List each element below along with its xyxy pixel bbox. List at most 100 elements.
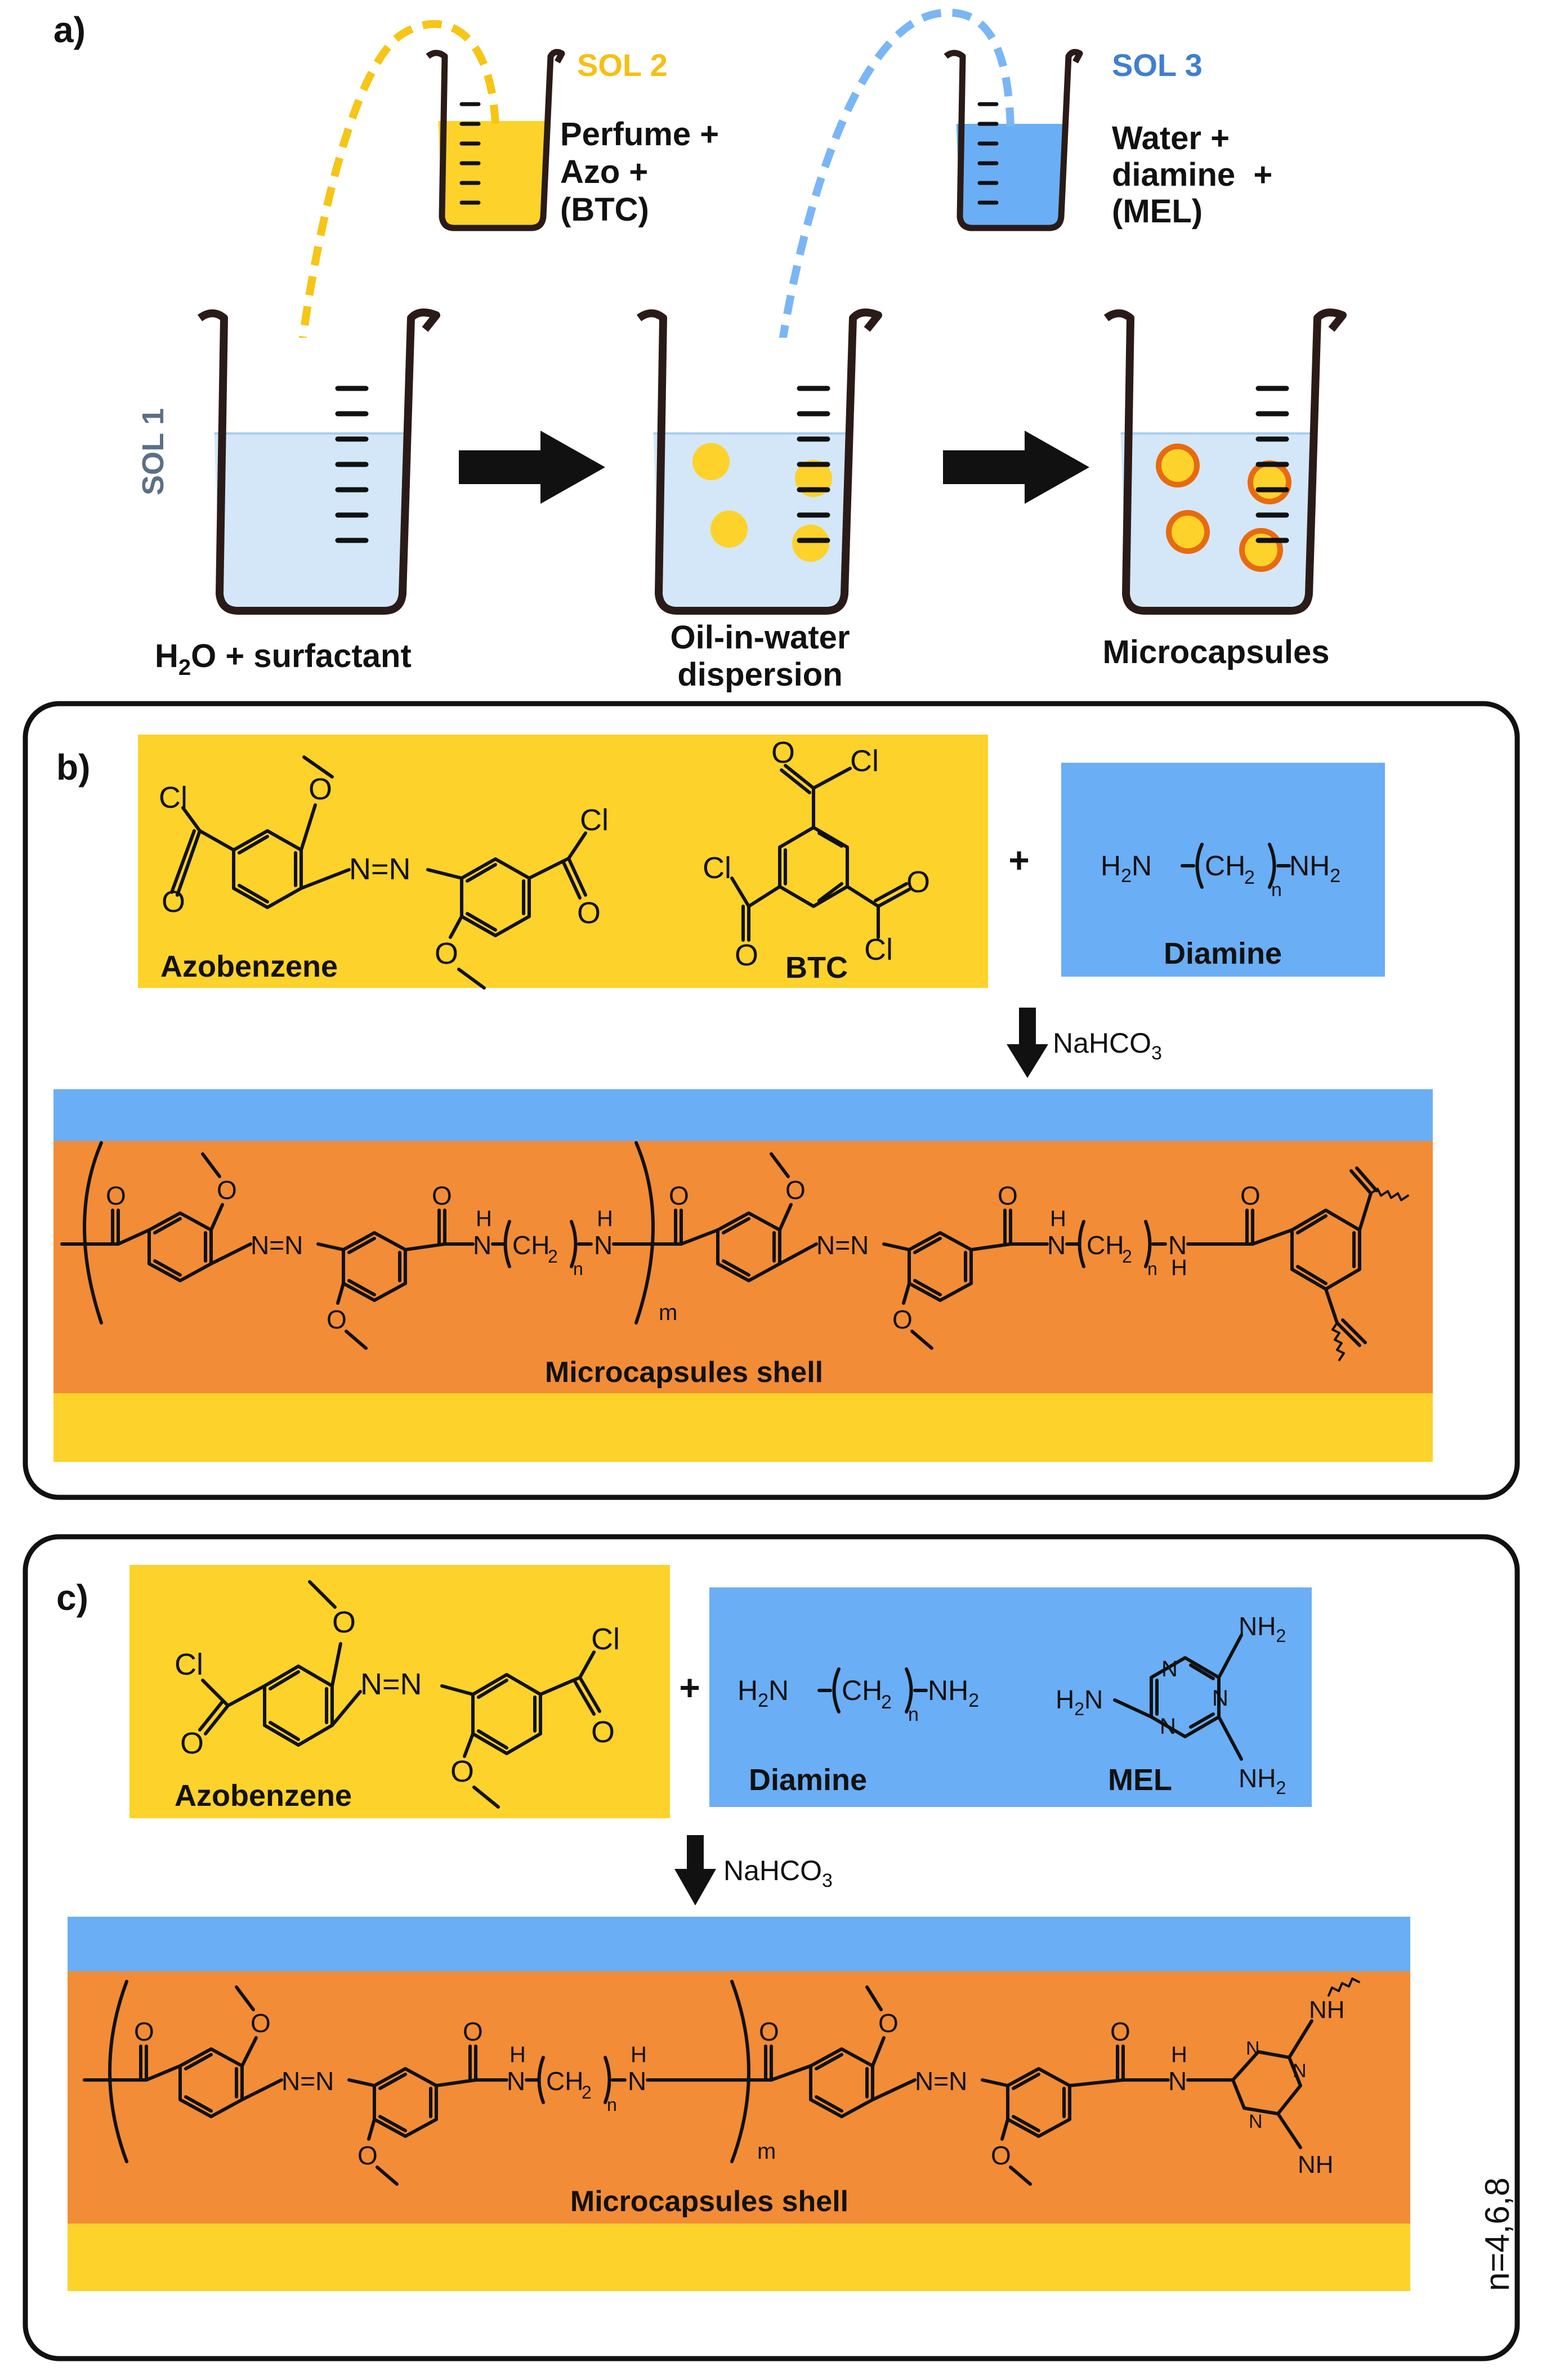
svg-text:N: N	[1249, 2111, 1263, 2132]
sol2-line-3: (BTC)	[560, 191, 649, 228]
svg-text:CH: CH	[512, 1231, 549, 1260]
svg-text:m: m	[659, 1300, 677, 1325]
reagent-label-c: NaHCO3	[723, 1855, 833, 1891]
process-arrow-2	[943, 431, 1089, 504]
shell-polymer-layer-b	[53, 1141, 1433, 1393]
azobenzene-label-b: Azobenzene	[160, 950, 338, 983]
svg-text:Cl: Cl	[175, 1648, 203, 1681]
shell-label-c: Microcapsules shell	[570, 2185, 848, 2218]
panel-c-frame	[23, 1534, 1520, 2361]
svg-text:Cl: Cl	[850, 744, 879, 778]
diamine-label-b: Diamine	[1164, 937, 1282, 970]
svg-text:NH: NH	[1309, 1996, 1345, 2024]
diamine-box-b	[1061, 763, 1385, 977]
svg-text:O: O	[450, 1755, 474, 1788]
sol3-title: SOL 3	[1112, 47, 1203, 83]
sol1-label: SOL 1	[136, 408, 170, 495]
svg-text:N: N	[1212, 1686, 1228, 1711]
polymer-structure-b: O O N=N O O N H CH 2 n N H m O	[60, 1141, 1409, 1361]
svg-text:H: H	[1171, 2042, 1187, 2067]
reagent-label-b: NaHCO3	[1053, 1027, 1162, 1064]
svg-text:N: N	[1168, 1231, 1187, 1260]
svg-text:n: n	[607, 2095, 617, 2115]
reaction-arrow-b	[1007, 1008, 1048, 1078]
sol2-liquid	[436, 121, 549, 228]
microcapsule	[1239, 528, 1283, 572]
svg-text:N: N	[1168, 2066, 1187, 2096]
svg-text:n: n	[908, 1704, 919, 1725]
reaction-arrow-c	[674, 1835, 716, 1905]
plus-sign-b: +	[1008, 840, 1029, 880]
svg-text:CH: CH	[1087, 1231, 1124, 1260]
azobenzene-structure-b: Cl O O N=N O Cl O	[159, 755, 609, 990]
diamine-formula-c: H2N CH 2 n NH2	[738, 1667, 979, 1725]
sol3-line-3: (MEL)	[1112, 193, 1203, 230]
svg-text:N: N	[1246, 2038, 1260, 2059]
btc-structure: Cl O Cl O O Cl	[703, 736, 930, 972]
svg-text:N=N: N=N	[349, 852, 411, 886]
panel-c-label: c)	[56, 1577, 88, 1618]
panel-a-label: a)	[53, 10, 86, 50]
svg-text:O: O	[577, 896, 601, 930]
svg-text:CH: CH	[1205, 850, 1245, 882]
beaker-1-caption: H2O + surfactant	[155, 638, 412, 680]
svg-text:Cl: Cl	[580, 803, 609, 837]
svg-text:N: N	[1160, 1714, 1176, 1739]
svg-text:O: O	[463, 2017, 483, 2046]
svg-text:N=N: N=N	[915, 2066, 967, 2096]
svg-text:H: H	[597, 1206, 613, 1231]
svg-text:O: O	[309, 772, 332, 806]
oil-droplet	[792, 525, 829, 562]
svg-text:O: O	[357, 2141, 378, 2170]
svg-text:N: N	[1161, 1657, 1178, 1681]
svg-text:2: 2	[1244, 867, 1255, 888]
beaker-3-caption: Microcapsules	[1103, 634, 1330, 670]
svg-text:O: O	[991, 2141, 1011, 2170]
sol3-line-1: Water +	[1112, 120, 1230, 156]
process-arrow-1	[459, 431, 605, 504]
sol3-liquid	[954, 124, 1067, 228]
svg-text:n: n	[573, 1259, 583, 1279]
azobenzene-label-c: Azobenzene	[175, 1779, 352, 1813]
svg-text:2: 2	[1122, 1246, 1132, 1267]
svg-text:m: m	[757, 2139, 776, 2164]
microcapsule	[1166, 510, 1210, 554]
svg-text:O: O	[1110, 2017, 1130, 2046]
svg-text:O: O	[251, 2008, 271, 2038]
svg-text:O: O	[162, 885, 185, 919]
svg-text:2: 2	[548, 1246, 558, 1267]
shell-water-layer-c	[68, 1917, 1410, 1971]
oil-droplet	[692, 443, 730, 480]
svg-text:N=N: N=N	[360, 1667, 422, 1701]
beaker-2-liquid	[650, 433, 853, 611]
svg-text:O: O	[785, 1175, 806, 1205]
svg-text:O: O	[669, 1181, 689, 1210]
shell-polymer-layer-c	[68, 1971, 1410, 2224]
svg-text:N: N	[1293, 2060, 1307, 2082]
shell-oil-layer-b	[53, 1393, 1433, 1462]
svg-text:O: O	[878, 2008, 899, 2038]
svg-text:O: O	[591, 1715, 615, 1749]
polymer-structure-c: O O N=N O O N H CH 2 n N H m O	[83, 1978, 1360, 2186]
beaker-3	[1103, 308, 1347, 615]
svg-text:n: n	[1271, 879, 1282, 901]
svg-text:Cl: Cl	[864, 933, 893, 967]
sol3-beaker	[944, 48, 1083, 231]
azobenzene-structure-c: Cl O O N=N O Cl O	[175, 1580, 620, 1809]
oil-droplet	[710, 511, 748, 548]
svg-text:N: N	[473, 1231, 491, 1260]
svg-text:O: O	[332, 1605, 356, 1639]
svg-text:Cl: Cl	[703, 851, 731, 885]
svg-text:N=N: N=N	[251, 1231, 303, 1260]
svg-text:O: O	[892, 1305, 913, 1334]
svg-text:N: N	[1047, 1231, 1066, 1260]
microcapsule	[1156, 444, 1200, 487]
svg-text:Cl: Cl	[159, 781, 187, 815]
beaker-2-caption-1: Oil-in-water	[670, 619, 850, 656]
panel-b-label: b)	[56, 747, 90, 788]
svg-text:H2N: H2N	[1056, 1685, 1103, 1719]
svg-text:O: O	[771, 736, 795, 770]
beaker-3-liquid	[1118, 433, 1317, 611]
svg-text:Cl: Cl	[591, 1622, 620, 1656]
